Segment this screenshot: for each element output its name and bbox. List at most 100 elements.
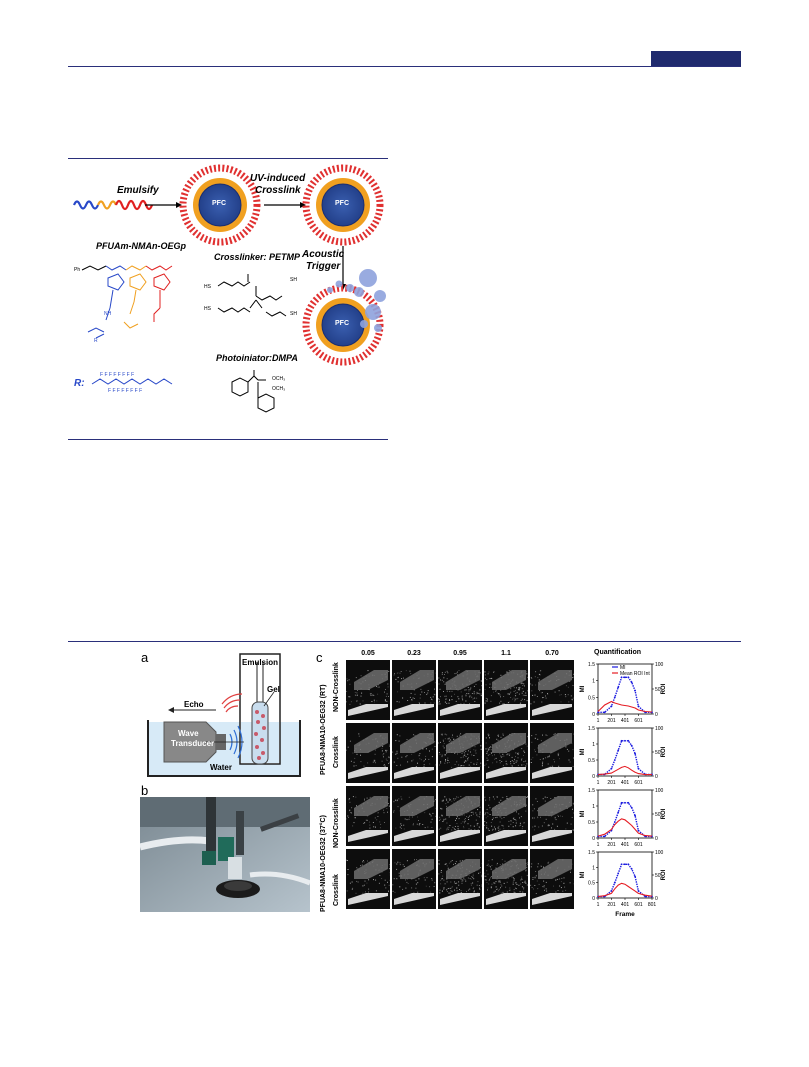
ultrasound-frame — [346, 849, 390, 909]
ultrasound-frame — [484, 786, 528, 846]
mi-column-header-5: 0.70 — [545, 650, 559, 657]
crosslinker-structure — [217, 274, 287, 317]
mi-data-point — [624, 676, 626, 679]
x-tick-label: 201 — [607, 842, 616, 846]
mi-data-point — [627, 863, 630, 866]
x-tick-label: 201 — [607, 718, 616, 722]
y-axis-label: MI — [580, 748, 586, 755]
uv-crosslink-label-line2: Crosslink — [255, 185, 301, 196]
mi-data-point — [617, 749, 620, 752]
mi-data-point — [627, 739, 630, 742]
y2-tick-label: 0 — [655, 836, 658, 842]
y-tick-label: 0.5 — [588, 695, 595, 701]
photoinitiator-title: Photoiniator:DMPA — [216, 353, 298, 363]
x-axis-label: Frame — [615, 911, 635, 918]
row-condition-label-2: Crosslink — [333, 736, 340, 768]
y2-axis-label: ROI — [661, 808, 667, 819]
mi-data-point — [603, 711, 606, 714]
mi-data-point — [644, 895, 647, 898]
mi-data-point — [630, 867, 633, 870]
svg-text:F F F F F F F F: F F F F F F F F — [108, 388, 142, 394]
mi-data-point — [620, 739, 623, 742]
ultrasound-frame — [530, 849, 574, 909]
mi-data-point — [627, 676, 630, 679]
svg-text:SH: SH — [290, 311, 297, 317]
panel-a-emulsion-label: Emulsion — [242, 658, 279, 667]
panel-a-echo-label: Echo — [184, 700, 204, 709]
panel-a: Emulsion Gel Echo Wave Transducer Water — [144, 652, 304, 778]
y2-axis-label: ROI — [661, 746, 667, 757]
mi-data-point — [610, 767, 613, 770]
mi-data-point — [637, 767, 640, 770]
mi-data-point — [624, 801, 626, 804]
row-group-label-37c: PFUA8-NMA10-OEG32 (37°C) — [320, 815, 327, 912]
mi-data-point — [624, 739, 626, 742]
y2-tick-label: 50 — [655, 687, 661, 693]
micelle-1 — [179, 164, 261, 246]
svg-text:Ph: Ph — [74, 267, 80, 273]
polymer-structure — [81, 265, 173, 339]
micelle-2 — [302, 164, 384, 246]
svg-text:NH: NH — [104, 311, 112, 317]
mi-data-point — [620, 676, 623, 679]
panel-a-transducer-label-line1: Wave — [178, 729, 199, 738]
y-tick-label: 1 — [592, 742, 595, 748]
y-axis-label: MI — [580, 685, 586, 692]
setup-photo — [140, 797, 310, 912]
bubbles — [327, 269, 386, 332]
y-tick-label: 0.5 — [588, 758, 595, 764]
mi-data-point — [610, 705, 613, 708]
y-tick-label: 0.5 — [588, 881, 595, 887]
mi-data-point — [610, 890, 613, 892]
mi-data-point — [620, 863, 623, 866]
plot-frame — [597, 789, 653, 839]
panel-a-diagram — [147, 653, 301, 777]
mi-column-header-1: 0.05 — [361, 650, 375, 657]
y-tick-label: 0 — [592, 896, 595, 902]
mi-data-point — [617, 811, 620, 814]
scheme-graphic: Ph NH R HS SH HS SH OCH₃ OCH₃ F F F F F … — [72, 164, 386, 413]
mi-data-point — [613, 696, 616, 699]
y2-axis-label: ROI — [661, 683, 667, 694]
mi-series-line — [598, 740, 652, 776]
roi-series-line — [597, 818, 653, 837]
roi-series-line — [597, 882, 653, 898]
ultrasound-frame — [392, 786, 436, 846]
y-tick-label: 1.5 — [588, 662, 595, 668]
figure-top-rule — [68, 641, 741, 642]
mi-data-point — [630, 681, 633, 684]
x-tick-label: 1 — [597, 902, 600, 908]
y-tick-label: 0 — [592, 774, 595, 780]
mi-column-header-3: 0.95 — [453, 650, 467, 657]
row-condition-label-1: NON-Crosslink — [333, 662, 340, 712]
y2-tick-label: 100 — [655, 850, 664, 856]
y2-tick-label: 100 — [655, 662, 664, 668]
x-tick-label: 601 — [634, 842, 643, 846]
legend-label: Mean ROI Int — [620, 671, 650, 677]
y2-tick-label: 100 — [655, 726, 664, 732]
row-condition-label-4: Crosslink — [333, 874, 340, 906]
acoustic-trigger-label-line2: Trigger — [306, 261, 341, 272]
mi-data-point — [634, 875, 636, 878]
y-axis-label: MI — [580, 810, 586, 817]
ultrasound-frame — [438, 660, 482, 720]
scheme-top-rule — [68, 158, 388, 159]
mi-data-point — [597, 711, 599, 714]
y-tick-label: 1.5 — [588, 726, 595, 732]
panel-a-gel-label: Gel — [267, 685, 280, 694]
crosslinker-title: Crosslinker: PETMP — [214, 252, 301, 262]
ultrasound-frame — [346, 786, 390, 846]
uv-crosslink-label-line1: UV-induced — [250, 173, 306, 184]
ultrasound-frame — [484, 660, 528, 720]
ultrasound-frame — [438, 723, 482, 783]
y-tick-label: 1.5 — [588, 788, 595, 794]
mi-data-point — [630, 744, 633, 747]
svg-text:OCH₃: OCH₃ — [272, 376, 285, 382]
mi-data-point — [613, 821, 616, 823]
